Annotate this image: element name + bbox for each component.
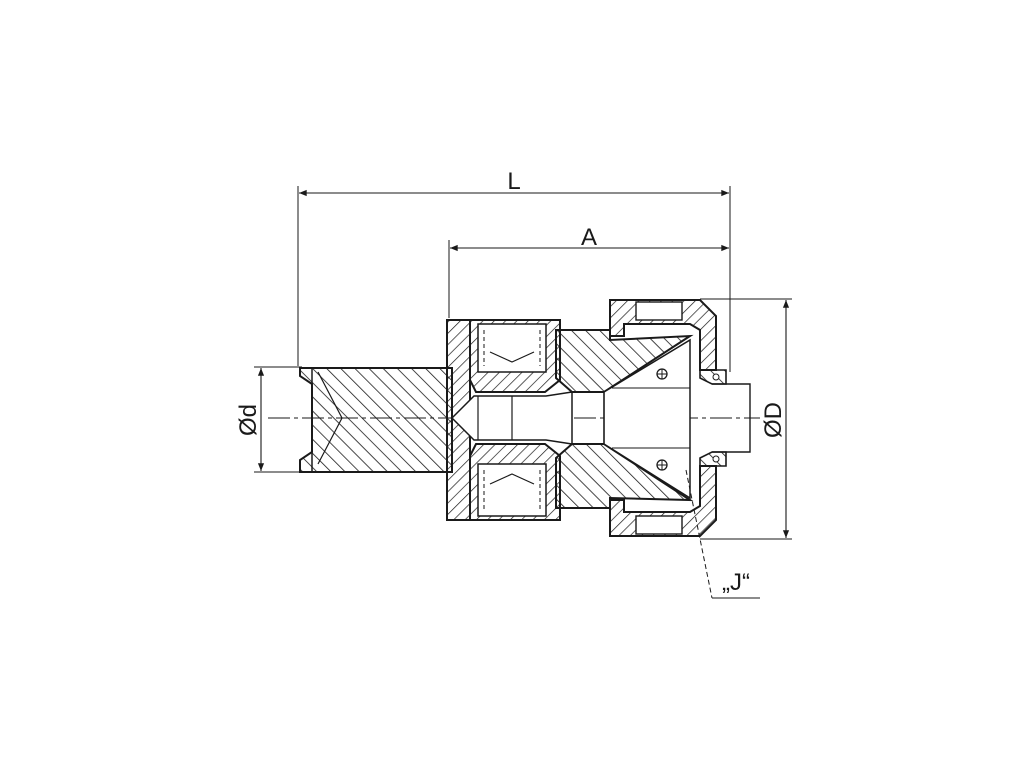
dimension-d (254, 366, 302, 473)
dimension-label-big-d: ØD (760, 402, 787, 438)
dimension-label-l: L (507, 168, 520, 195)
clamping-nut (609, 299, 751, 537)
dimension-a (448, 240, 729, 318)
body-flange (446, 319, 573, 521)
collet-body (555, 329, 694, 509)
dimension-label-a: A (581, 224, 597, 251)
shank (299, 367, 453, 473)
detail-callout-label: „J“ (722, 569, 750, 596)
dimension-label-d: Ød (235, 404, 262, 436)
detail-callout-leader (685, 469, 760, 599)
dimension-big-d (700, 298, 792, 540)
dimension-l (297, 186, 731, 372)
